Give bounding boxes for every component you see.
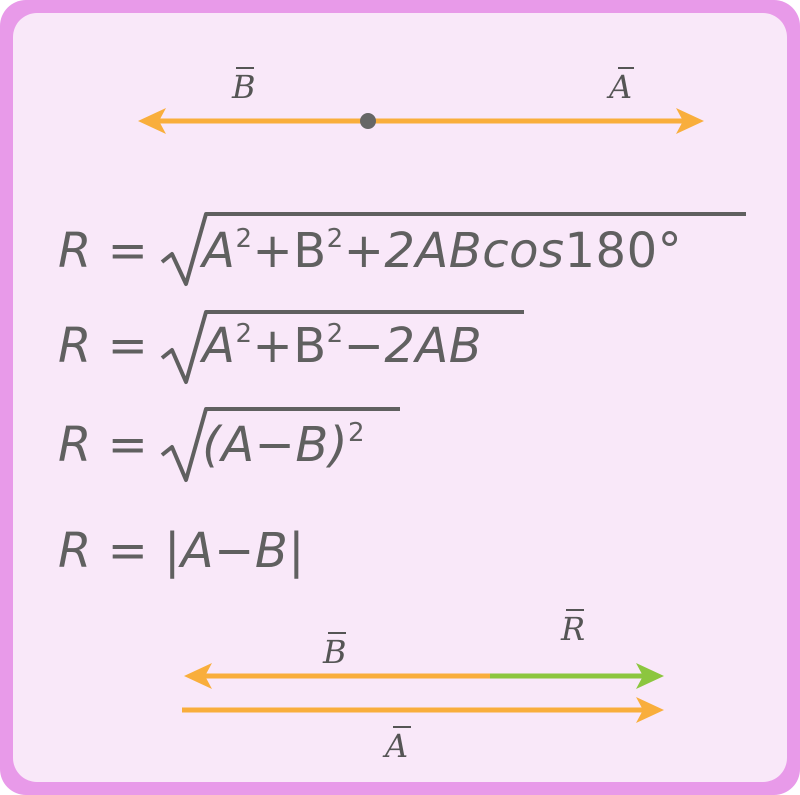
radical-signs	[160, 212, 746, 482]
eq3-term: (A−B)	[202, 417, 349, 473]
eq1-term-a: A	[202, 223, 236, 279]
bottom-vector-diagram: B R A	[182, 609, 664, 765]
eq4-term: |A−B|	[164, 523, 305, 579]
eq2-exp-b: 2	[326, 319, 344, 349]
arrowhead-a-top	[676, 108, 704, 134]
label-b-top: B	[231, 68, 256, 106]
eq1-angle: 180°	[564, 223, 683, 279]
eq2-exp-a: 2	[235, 319, 253, 349]
equation-3: R = (A−B)2	[58, 417, 365, 473]
eq1-lhs: R	[58, 223, 92, 279]
label-b-bottom: B	[322, 633, 347, 671]
radical-sign-2	[160, 310, 524, 384]
label-a-top: A	[606, 68, 632, 106]
eq3-lhs: R	[58, 417, 92, 473]
eq4-equals: =	[107, 523, 149, 579]
eq1-exp-b: 2	[326, 224, 344, 254]
radical-sign-1	[160, 212, 746, 286]
eq2-lhs: R	[58, 318, 92, 374]
eq2-term-b: +B	[252, 318, 327, 374]
eq1-term-b: +B	[252, 223, 327, 279]
label-a-bottom: A	[382, 727, 408, 765]
eq2-term-a: A	[202, 318, 236, 374]
equation-1: R = A2+B2+2ABcos180°	[58, 223, 682, 279]
origin-dot	[360, 113, 376, 129]
eq4-lhs: R	[58, 523, 92, 579]
arrowhead-r-bottom	[636, 663, 664, 689]
eq3-exp: 2	[348, 418, 366, 448]
arrowhead-a-bottom	[636, 697, 664, 723]
eq2-equals: =	[107, 318, 149, 374]
equation-4: R = |A−B|	[58, 523, 305, 579]
arrowhead-b-top	[138, 108, 166, 134]
radical-sign-3	[160, 407, 400, 482]
label-r-bottom: R	[560, 610, 585, 648]
eq1-exp-a: 2	[235, 224, 253, 254]
arrowhead-b-bottom	[184, 663, 212, 689]
eq2-term-ab: −2AB	[343, 318, 483, 374]
eq1-term-cos: +2ABcos	[343, 223, 565, 279]
equation-2: R = A2+B2−2AB	[58, 318, 482, 374]
eq1-equals: =	[107, 223, 149, 279]
content-panel	[13, 13, 787, 782]
eq3-equals: =	[107, 417, 149, 473]
top-vector-diagram: B A	[138, 67, 704, 134]
